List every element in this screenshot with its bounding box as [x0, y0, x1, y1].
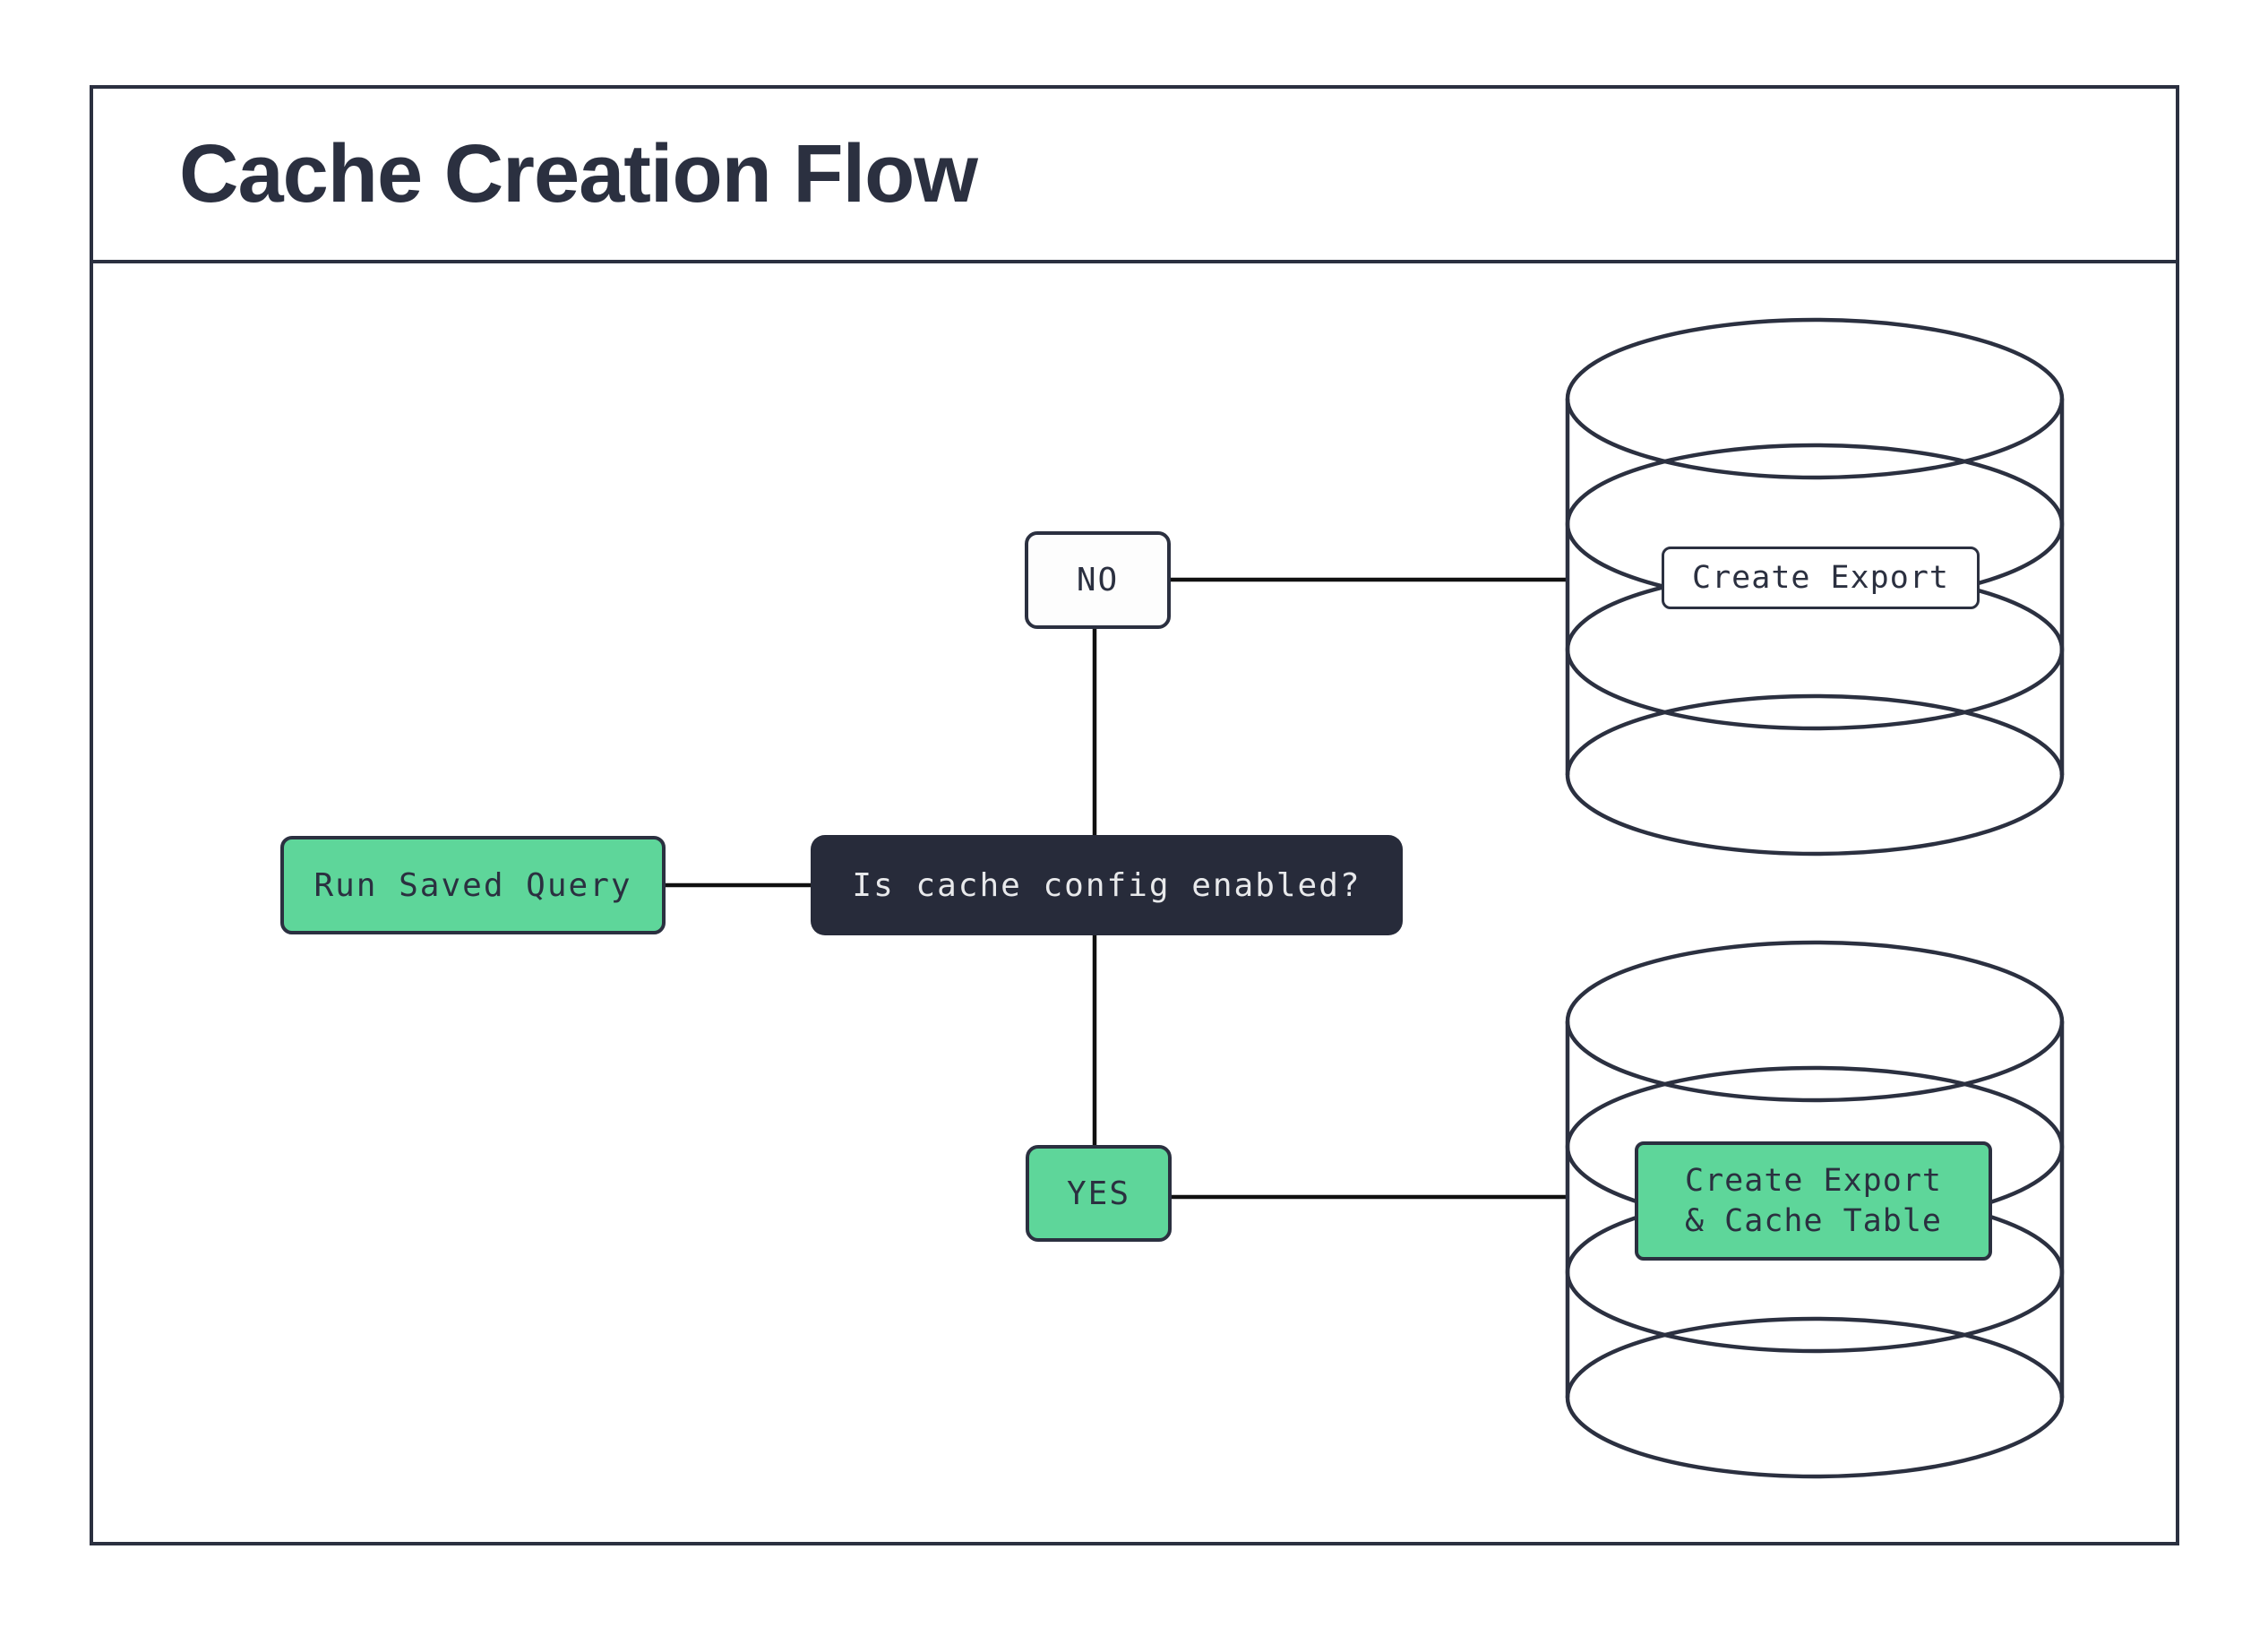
node-branch-no: NO	[1025, 531, 1171, 629]
node-decision-cache-config: Is cache config enabled?	[811, 835, 1403, 935]
diagram-header: Cache Creation Flow	[93, 89, 2176, 263]
diagram-frame: Cache Creation Flow	[90, 85, 2179, 1545]
node-create-export-cache-table: Create Export & Cache Table	[1635, 1141, 1992, 1261]
page-title: Cache Creation Flow	[179, 128, 978, 220]
label-line-2: & Cache Table	[1685, 1202, 1942, 1239]
node-branch-yes: YES	[1026, 1145, 1172, 1242]
label-line-1: Create Export	[1685, 1162, 1942, 1199]
node-run-saved-query: Run Saved Query	[280, 836, 666, 934]
node-create-export: Create Export	[1662, 547, 1980, 609]
